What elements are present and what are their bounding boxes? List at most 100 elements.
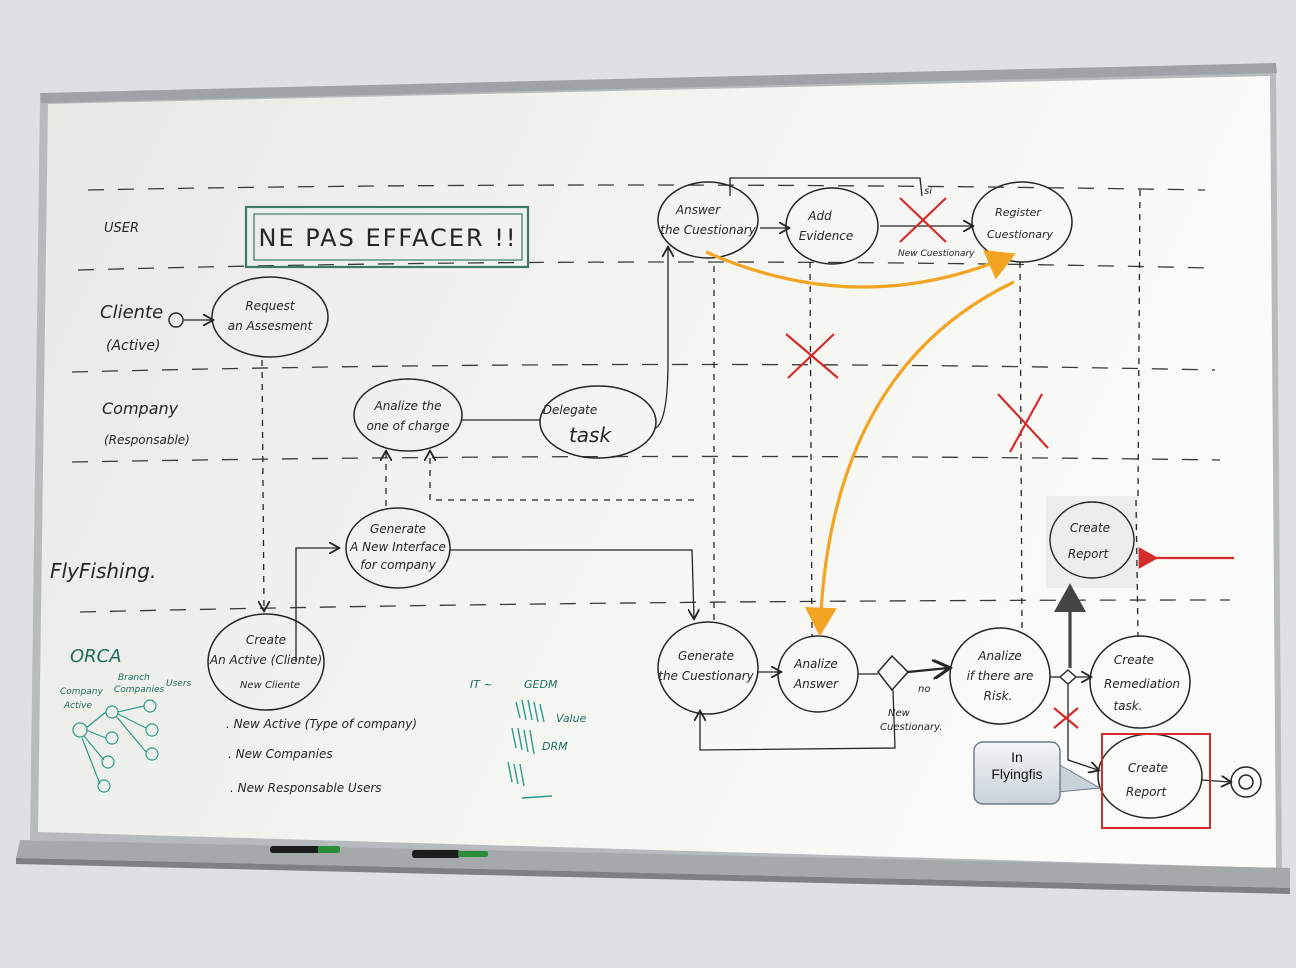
- edge-label-new-cuestionary-top: New Cuestionary: [898, 249, 975, 259]
- node-create-remediation-line3: task.: [1113, 699, 1142, 713]
- node-answer-line1: Answer: [675, 203, 721, 217]
- start-node: [168, 312, 184, 328]
- node-create-report-top-line1: Create: [1070, 521, 1110, 535]
- node-create-active-line3: New Cliente: [240, 680, 300, 691]
- orange-arrow-register-to-analize: [804, 280, 1015, 637]
- end-node-inner: [1238, 774, 1254, 790]
- edge-register-to-risk: [1019, 261, 1023, 629]
- red-x-register-edge: [899, 197, 947, 243]
- node-analize-answer-line1: Analize: [793, 657, 838, 671]
- edge-merge-to-report: [1067, 684, 1098, 770]
- node-create-active-shape: [207, 613, 325, 711]
- red-highlight-box: [1101, 733, 1211, 829]
- node-create-remediation-line1: Create: [1114, 653, 1154, 667]
- node-create-active-line2: An Active (Cliente): [209, 653, 322, 667]
- marker-black: [412, 850, 488, 858]
- node-create-remediation-line2: Remediation: [1104, 677, 1180, 691]
- banner-text: NE PAS EFFACER !!: [259, 224, 518, 252]
- callout-line1: In: [1011, 749, 1023, 765]
- edge-delegate-to-answer: [655, 248, 668, 429]
- node-generate-interface-line3: for company: [360, 558, 437, 572]
- teal-scribble-c: Value: [556, 712, 587, 725]
- node-delegate-shape: [539, 385, 657, 459]
- lane-labels: USER Cliente (Active) Company (Responsab…: [50, 221, 190, 667]
- tree-label-branch: Branch: [118, 673, 150, 683]
- node-analize-risk-line1: Analize: [977, 649, 1022, 663]
- edge-loop-top: [729, 177, 923, 197]
- node-analize-charge-shape: [353, 378, 463, 452]
- edge-generate-to-charge: [430, 452, 694, 501]
- node-analize-charge-line2: one of charge: [366, 419, 449, 433]
- marker-green: [270, 846, 340, 853]
- node-generate-interface-line2: A New Interface: [349, 540, 446, 554]
- orange-arrow-answer-to-register: [705, 250, 1016, 289]
- node-add-evidence-line2: Evidence: [799, 229, 854, 243]
- teal-scribble-d: DRM: [542, 740, 568, 753]
- teal-scribble-a: IT ~: [470, 678, 493, 691]
- tree-label-active: Active: [63, 701, 92, 711]
- node-create-report-top-line2: Report: [1068, 547, 1110, 561]
- node-answer-line2: the Cuestionary: [660, 223, 756, 237]
- lane-flyfishing-label: FlyFishing.: [50, 559, 156, 583]
- note-new-companies: . New Companies: [228, 747, 333, 761]
- tree-label-company: Company: [60, 687, 103, 697]
- node-generate-cuestionary-line2: the Cuestionary: [658, 669, 754, 683]
- node-analize-risk-line2: if there are: [967, 669, 1034, 683]
- edge-label-si: si: [924, 186, 932, 197]
- node-request-line2: an Assesment: [228, 319, 314, 333]
- node-create-report-bottom-line1: Create: [1128, 761, 1168, 775]
- node-analize-charge-line1: Analize the: [373, 399, 441, 413]
- red-x-register-dashed: [997, 393, 1049, 453]
- edge-register-right: [1137, 189, 1141, 497]
- node-add-evidence-line1: Add: [807, 209, 832, 223]
- teal-scribble-b: GEDM: [524, 678, 558, 691]
- lane-company-sublabel: (Responsable): [104, 433, 190, 447]
- lane-user-label: USER: [104, 221, 139, 236]
- lane-client-sublabel: (Active): [106, 338, 160, 354]
- node-generate-cuestionary-line1: Generate: [678, 649, 734, 663]
- edge-decision-loop: [700, 689, 896, 751]
- red-x-evidence-dashed: [785, 333, 839, 379]
- edge-report-to-end: [1201, 780, 1230, 782]
- edge-evidence-to-analize: [809, 261, 813, 637]
- edge-report-top-to-remediation: [1135, 499, 1139, 637]
- node-create-active-line1: Create: [246, 633, 286, 647]
- node-register-line2: Cuestionary: [987, 228, 1053, 241]
- node-generate-cuestionary-shape: [657, 621, 759, 715]
- tree-label-users: Users: [166, 679, 192, 689]
- edge-request-to-active: [262, 359, 264, 610]
- node-analize-answer-line2: Answer: [793, 677, 839, 691]
- do-not-erase-banner: NE PAS EFFACER !!: [244, 205, 530, 269]
- lane-company-label: Company: [102, 399, 179, 418]
- node-analize-risk-line3: Risk.: [984, 689, 1013, 703]
- edge-active-to-interface: [295, 548, 338, 662]
- node-delegate-line1: Delegate: [543, 403, 597, 417]
- callout-in-flyingfish: In Flyingfis: [973, 741, 1102, 805]
- edge-label-no: no: [918, 684, 930, 695]
- edge-label-new-cuestionary-bottom-2: Cuestionary.: [880, 722, 942, 733]
- teal-tree: [72, 699, 159, 793]
- node-create-report-bottom-line2: Report: [1126, 785, 1168, 799]
- create-report-top-patch: [1046, 496, 1138, 588]
- lane-orca-label: ORCA: [70, 646, 122, 667]
- lane-dividers: [71, 184, 1231, 613]
- node-register-line1: Register: [995, 206, 1042, 219]
- node-generate-interface-line1: Generate: [370, 522, 426, 536]
- note-new-active: . New Active (Type of company): [226, 717, 417, 731]
- edge-label-new-cuestionary-bottom-1: New: [888, 708, 911, 719]
- callout-line2: Flyingfis: [991, 766, 1042, 782]
- decision-diamond: [877, 654, 910, 692]
- node-request-shape: [211, 276, 329, 358]
- note-new-responsable-users: . New Responsable Users: [230, 781, 382, 795]
- edge-decision-to-risk: [907, 668, 948, 672]
- tree-label-companies: Companies: [114, 685, 165, 695]
- lane-client-label: Cliente: [100, 302, 163, 323]
- node-delegate-line2: task: [569, 423, 613, 447]
- node-answer-shape: [657, 181, 759, 259]
- teal-scribble-lines: [507, 699, 553, 799]
- node-request-line1: Request: [245, 299, 296, 313]
- node-generate-interface-shape: [345, 507, 451, 589]
- red-x-merge-edge: [1053, 707, 1079, 729]
- edge-interface-to-generate: [450, 549, 694, 618]
